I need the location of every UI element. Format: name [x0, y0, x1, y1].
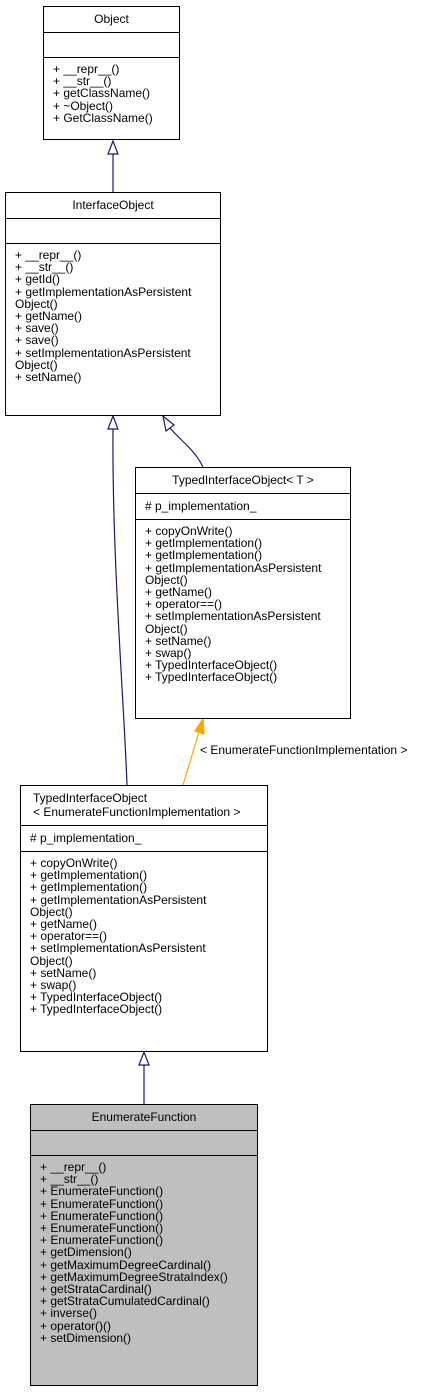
method: + TypedInterfaceObject() [145, 658, 278, 673]
method: + copyOnWrite() [30, 856, 118, 870]
edge-template-binding [182, 731, 200, 786]
methods-section: + __repr__() + __str__() + getClassName(… [44, 58, 179, 124]
method: Object() [15, 296, 58, 311]
method: + __repr__() [53, 62, 120, 76]
method: + getImplementationAsPersistent [145, 560, 322, 575]
method: + ~Object() [53, 98, 114, 113]
method: Object() [145, 572, 188, 587]
attribute: # p_implementation_ [30, 831, 142, 845]
class-name: TypedInterfaceObject< T > [172, 473, 314, 487]
method: + TypedInterfaceObject() [30, 990, 163, 1005]
class-name-line2: < EnumerateFunctionImplementation > [33, 805, 241, 819]
method: + getImplementation() [30, 868, 148, 883]
template-arrowhead [194, 717, 205, 735]
method: + setDimension() [40, 1330, 132, 1345]
method: + getDimension() [40, 1245, 132, 1260]
method: + swap() [145, 646, 192, 661]
method: + __repr__() [40, 1160, 107, 1174]
method: + getImplementationAsPersistent [30, 892, 207, 907]
method: + getId() [15, 272, 61, 287]
method: + EnumerateFunction() [40, 1221, 164, 1236]
method: + setImplementationAsPersistent [15, 345, 191, 360]
method: + GetClassName() [53, 110, 153, 125]
class-title: InterfaceObject [6, 193, 220, 219]
method: + __repr__() [15, 248, 82, 262]
attributes-section [31, 1131, 257, 1156]
attribute: # p_implementation_ [145, 499, 257, 513]
method: + getImplementationAsPersistent [15, 284, 192, 299]
methods-section: + copyOnWrite() + getImplementation() + … [21, 852, 267, 1016]
template-binding-label: < EnumerateFunctionImplementation > [200, 743, 408, 757]
method: + inverse() [40, 1306, 98, 1321]
method: Object() [145, 621, 188, 636]
method: + getName() [30, 917, 98, 932]
class-name-line1: TypedInterfaceObject [33, 791, 148, 805]
class-name: InterfaceObject [72, 198, 154, 212]
class-title: EnumerateFunction [31, 1105, 257, 1131]
method: + getMaximumDegreeCardinal() [40, 1257, 212, 1272]
inheritance-arrowhead [162, 414, 175, 433]
method: + EnumerateFunction() [40, 1208, 164, 1223]
attributes-section: # p_implementation_ [21, 826, 267, 852]
class-typedinterfaceobject-efi[interactable]: TypedInterfaceObject < EnumerateFunction… [20, 785, 268, 1052]
method: Object() [30, 953, 73, 968]
class-typedinterfaceobject-t[interactable]: TypedInterfaceObject< T > # p_implementa… [135, 467, 351, 719]
class-interfaceobject[interactable]: InterfaceObject + __repr__() + __str__()… [5, 192, 221, 416]
method: + __str__() [15, 260, 74, 275]
method: + getImplementation() [145, 536, 263, 551]
method: + getStrataCardinal() [40, 1282, 152, 1297]
class-object[interactable]: Object + __repr__() + __str__() + getCla… [43, 6, 180, 140]
method: + TypedInterfaceObject() [145, 670, 278, 685]
method: Object() [30, 904, 73, 919]
method: + copyOnWrite() [145, 524, 233, 538]
class-title: TypedInterfaceObject < EnumerateFunction… [21, 786, 267, 826]
edge-typedt-to-interfaceobject [169, 427, 204, 468]
method: + save() [15, 333, 59, 348]
method: + operator==() [145, 597, 223, 612]
method: + getImplementation() [30, 880, 148, 895]
class-title: Object [44, 7, 179, 33]
methods-section: + __repr__() + __str__() + EnumerateFunc… [31, 1156, 257, 1344]
method: + getName() [145, 585, 213, 600]
method: + TypedInterfaceObject() [30, 1002, 163, 1017]
method: + __str__() [40, 1172, 99, 1187]
attributes-section: # p_implementation_ [136, 494, 350, 520]
method: + __str__() [53, 74, 112, 89]
inheritance-arrowhead [107, 139, 119, 155]
methods-section: + copyOnWrite() + getImplementation() + … [136, 520, 350, 684]
method: + EnumerateFunction() [40, 1184, 164, 1199]
method: + setImplementationAsPersistent [30, 941, 206, 956]
attributes-section [6, 219, 220, 244]
class-enumeratefunction[interactable]: EnumerateFunction + __repr__() + __str__… [30, 1104, 258, 1386]
method: + getClassName() [53, 86, 151, 101]
method: + EnumerateFunction() [40, 1233, 164, 1248]
class-title: TypedInterfaceObject< T > [136, 468, 350, 494]
method: + getStrataCumulatedCardinal() [40, 1294, 210, 1309]
class-name: Object [94, 12, 129, 26]
methods-section: + __repr__() + __str__() + getId() + get… [6, 244, 220, 383]
method: + setImplementationAsPersistent [145, 609, 321, 624]
method: Object() [15, 357, 58, 372]
method: + getName() [15, 309, 83, 324]
method: + getMaximumDegreeStrataIndex() [40, 1269, 228, 1284]
edge-typedefi-to-interfaceobject [112, 428, 128, 786]
method: + setName() [15, 370, 82, 385]
method: + getImplementation() [145, 548, 263, 563]
class-name: EnumerateFunction [91, 1110, 197, 1124]
inheritance-arrowhead [107, 414, 119, 430]
method: + EnumerateFunction() [40, 1196, 164, 1211]
method: + operator==() [30, 929, 108, 944]
inheritance-arrowhead [138, 1050, 150, 1066]
method: + setName() [30, 965, 97, 980]
attributes-section [44, 33, 179, 58]
method: + setName() [145, 633, 212, 648]
method: + swap() [30, 978, 77, 993]
method: + save() [15, 321, 59, 336]
method: + operator()() [40, 1318, 112, 1333]
